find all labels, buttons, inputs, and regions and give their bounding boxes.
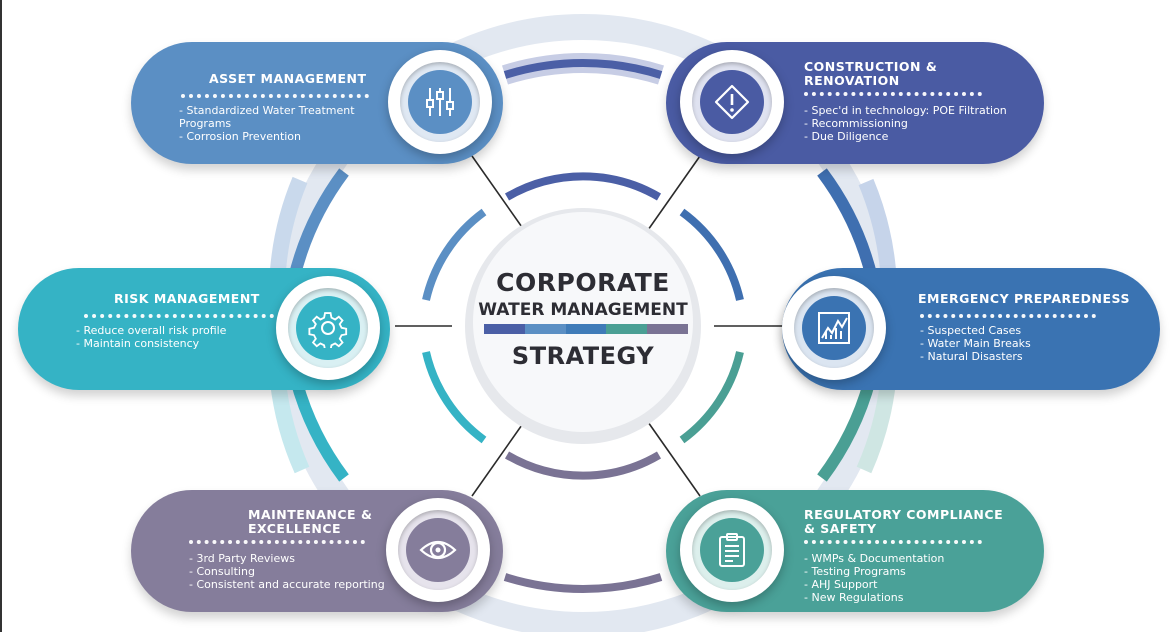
connector-regulatory: [647, 421, 701, 497]
card-list: WMPs & Documentation Testing Programs AH…: [804, 552, 1004, 604]
dotted-divider: [804, 92, 982, 96]
card-title: MAINTENANCE & EXCELLENCE: [248, 508, 372, 536]
card-title-line1: MAINTENANCE &: [248, 507, 373, 522]
arc-upper-left-light: [270, 176, 308, 271]
card-title-line1: REGULATORY COMPLIANCE: [804, 507, 1004, 522]
list-item: Reduce overall risk profile: [76, 324, 276, 337]
dotted-divider: [920, 314, 1096, 318]
chart-icon: [818, 312, 850, 344]
inner-arc-upper-right: [679, 208, 744, 301]
badge-risk: [276, 276, 380, 380]
center-title-line3: STRATEGY: [511, 342, 655, 370]
warning-diamond-icon: [714, 84, 750, 120]
list-item: New Regulations: [804, 591, 1004, 604]
card-list: Spec'd in technology: POE Filtration Rec…: [804, 104, 1032, 143]
card-title: EMERGENCY PREPAREDNESS: [918, 291, 1130, 306]
eye-icon: [419, 540, 457, 560]
list-item: Recommissioning: [804, 117, 1032, 130]
card-list: Suspected Cases Water Main Breaks Natura…: [920, 324, 1120, 363]
list-item: Corrosion Prevention: [179, 130, 369, 143]
dotted-divider: [804, 540, 982, 544]
card-title: REGULATORY COMPLIANCE & SAFETY: [804, 508, 1003, 536]
inner-arc-upper-left: [422, 208, 487, 301]
color-bar-segment: [524, 324, 566, 334]
list-item: WMPs & Documentation: [804, 552, 1004, 565]
color-bar-segment: [484, 324, 525, 334]
arc-upper-left: [288, 168, 349, 280]
color-bar-segment: [565, 324, 607, 334]
list-item: 3rd Party Reviews: [189, 552, 409, 565]
arc-upper-right: [817, 168, 878, 280]
card-list: 3rd Party Reviews Consulting Consistent …: [189, 552, 409, 591]
gear-icon: [308, 312, 348, 348]
inner-arc-bottom: [504, 451, 662, 480]
color-bar-segment: [606, 324, 648, 334]
list-item: AHJ Support: [804, 578, 1004, 591]
color-bar-segment: [647, 324, 688, 334]
dotted-divider: [84, 314, 274, 318]
card-title: CONSTRUCTION & RENOVATION: [804, 60, 937, 88]
sliders-icon: [426, 88, 454, 116]
card-list: Reduce overall risk profile Maintain con…: [76, 324, 276, 350]
connector-asset: [471, 155, 525, 231]
card-title-line1: CONSTRUCTION &: [804, 59, 938, 74]
list-item: Water Main Breaks: [920, 337, 1120, 350]
list-item: Spec'd in technology: POE Filtration: [804, 104, 1032, 117]
card-title-line2: & SAFETY: [804, 521, 877, 536]
left-border: [0, 0, 2, 632]
list-item: Standardized Water Treatment Programs: [179, 104, 369, 130]
card-title: ASSET MANAGEMENT: [209, 71, 367, 86]
card-title: RISK MANAGEMENT: [114, 291, 260, 306]
clipboard-icon: [719, 533, 745, 567]
list-item: Natural Disasters: [920, 350, 1120, 363]
badge-regulatory: [680, 498, 784, 602]
connector-maintenance: [471, 421, 525, 497]
list-item: Maintain consistency: [76, 337, 276, 350]
card-title-line2: RENOVATION: [804, 73, 900, 88]
badge-asset: [388, 50, 492, 154]
list-item: Due Diligence: [804, 130, 1032, 143]
center-title: CORPORATE WATER MANAGEMENT STRATEGY: [452, 224, 714, 434]
inner-arc-lower-right: [679, 351, 744, 444]
list-item: Consulting: [189, 565, 409, 578]
center-color-bar: [484, 324, 688, 334]
center-disc: [473, 212, 693, 432]
arc-top: [503, 59, 663, 79]
dotted-divider: [181, 94, 369, 98]
card-list: Standardized Water Treatment Programs Co…: [179, 104, 369, 143]
badge-maintenance: [386, 498, 490, 602]
arc-bottom: [503, 573, 663, 593]
center-title-line1: CORPORATE: [496, 268, 670, 297]
dotted-divider: [189, 540, 365, 544]
card-title-line2: EXCELLENCE: [248, 521, 342, 536]
center-title-line2: WATER MANAGEMENT: [478, 300, 688, 320]
list-item: Consistent and accurate reporting: [189, 578, 409, 591]
arc-upper-right-light: [858, 178, 896, 271]
connector-construction: [647, 155, 701, 231]
list-item: Suspected Cases: [920, 324, 1120, 337]
badge-emergency: [782, 276, 886, 380]
badge-construction: [680, 50, 784, 154]
inner-arc-top: [504, 172, 662, 201]
list-item: Testing Programs: [804, 565, 1004, 578]
inner-arc-lower-left: [422, 351, 487, 444]
